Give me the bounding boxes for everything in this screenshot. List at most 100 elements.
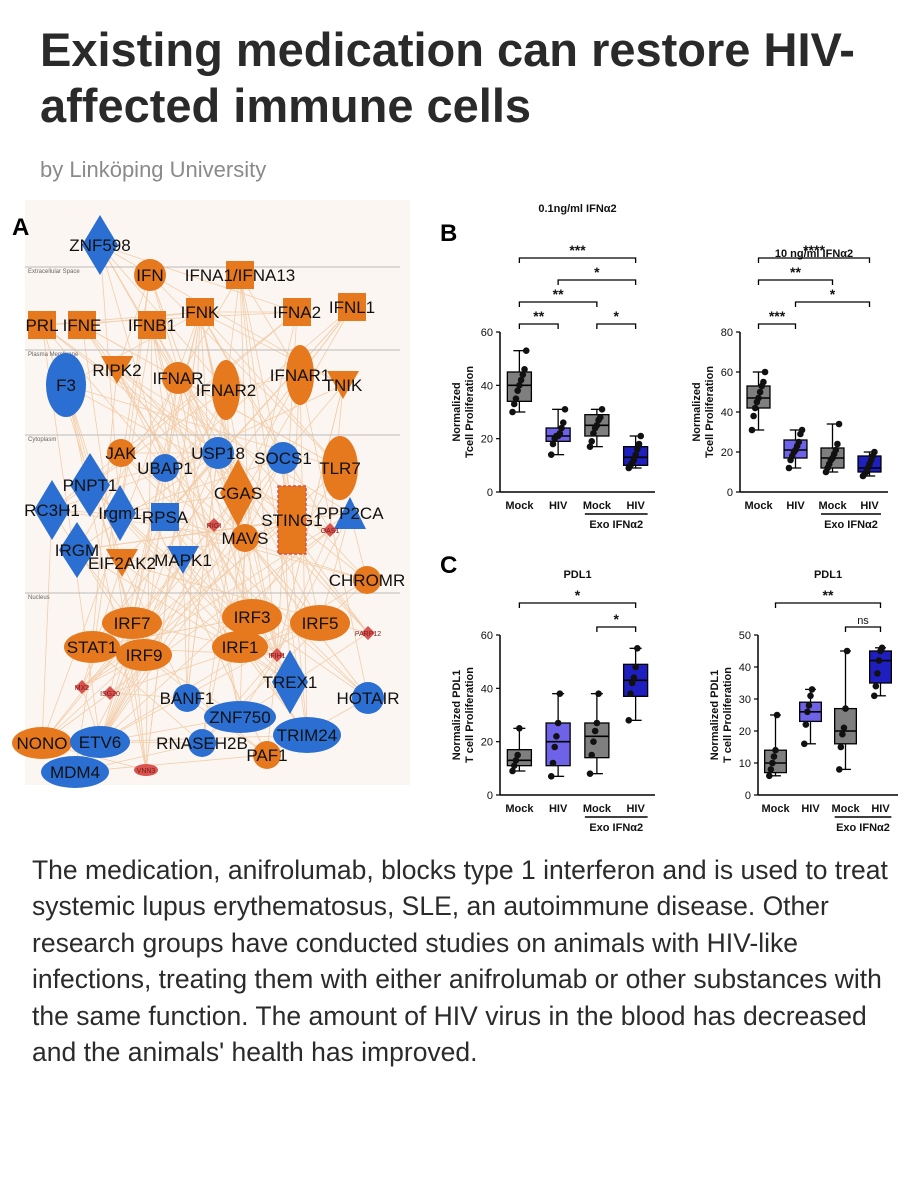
significance-bracket: ** bbox=[518, 286, 598, 307]
network-edge bbox=[99, 537, 246, 743]
significance-label: * bbox=[594, 264, 600, 280]
network-edge bbox=[266, 654, 278, 756]
x-category-label: HIV bbox=[860, 500, 879, 512]
network-node-pnpt1: PNPT1 bbox=[63, 453, 117, 517]
box-1 bbox=[746, 368, 771, 434]
data-point bbox=[795, 438, 803, 446]
box-body bbox=[869, 650, 893, 684]
significance-bracket: **** bbox=[757, 242, 871, 263]
node-label: IRF7 bbox=[114, 614, 151, 633]
box-2 bbox=[799, 686, 823, 748]
bracket-line bbox=[757, 279, 834, 285]
bracket-line bbox=[844, 626, 882, 632]
network-node-mavs: MAVS bbox=[222, 524, 269, 552]
network-edge bbox=[119, 457, 284, 514]
panel-label-a: A bbox=[12, 214, 29, 241]
node-label: VNN3 bbox=[137, 768, 156, 775]
node-label: ETV6 bbox=[79, 733, 122, 752]
data-point bbox=[519, 371, 527, 378]
network-node-ifnb1: IFNB1 bbox=[128, 311, 176, 339]
node-label: MAVS bbox=[222, 529, 269, 548]
data-point bbox=[559, 419, 567, 426]
x-category-label: HIV bbox=[801, 803, 820, 815]
network-node-ifnar2: IFNAR2 bbox=[196, 360, 256, 420]
x-category-label: Mock bbox=[505, 803, 534, 815]
data-point bbox=[767, 766, 775, 773]
node-label: IFNAR bbox=[153, 369, 204, 388]
data-point bbox=[785, 464, 793, 472]
box-1 bbox=[506, 347, 533, 416]
network-edge bbox=[239, 274, 308, 736]
y-tick-label: 50 bbox=[739, 630, 751, 642]
group-label: Exo IFNα2 bbox=[824, 519, 878, 531]
network-node-trex1: TREX1 bbox=[263, 650, 317, 714]
node-label: RC3H1 bbox=[24, 501, 80, 520]
significance-bracket: * bbox=[557, 264, 637, 285]
network-edge bbox=[81, 324, 147, 771]
node-shape bbox=[75, 680, 89, 694]
data-point bbox=[874, 670, 881, 677]
data-point bbox=[769, 759, 776, 767]
network-edge bbox=[145, 324, 153, 771]
network-edge bbox=[121, 562, 291, 683]
network-node-isg20: ISG20 bbox=[100, 686, 120, 700]
network-edge bbox=[239, 274, 278, 656]
node-label: MX2 bbox=[75, 685, 90, 692]
y-tick-label: 40 bbox=[481, 380, 493, 392]
network-node-usp18: USP18 bbox=[191, 437, 245, 469]
network-edge bbox=[81, 562, 123, 688]
x-category-label: HIV bbox=[549, 803, 568, 815]
node-shape bbox=[267, 442, 299, 474]
data-point bbox=[871, 692, 878, 700]
significance-label: * bbox=[614, 611, 620, 627]
network-node-mx2: MX2 bbox=[75, 680, 90, 694]
node-shape bbox=[28, 311, 56, 339]
significance-bracket: ** bbox=[518, 308, 559, 329]
network-edge bbox=[164, 384, 344, 469]
node-label: ISG20 bbox=[100, 691, 120, 698]
network-edge bbox=[119, 324, 153, 514]
network-node-ripk2: RIPK2 bbox=[92, 356, 142, 384]
box-1 bbox=[764, 711, 788, 780]
data-point bbox=[549, 440, 557, 448]
chart-title: 0.1ng/ml IFNα2 bbox=[538, 203, 616, 215]
data-point bbox=[798, 426, 806, 434]
network-node-ifna2: IFNA2 bbox=[273, 298, 321, 326]
significance-bracket: * bbox=[596, 308, 637, 329]
node-shape bbox=[212, 360, 240, 420]
data-point bbox=[547, 773, 555, 780]
node-label: IRF9 bbox=[126, 646, 163, 665]
network-node-socs1: SOCS1 bbox=[254, 442, 312, 474]
data-point bbox=[832, 446, 840, 454]
network-node-irf9: IRF9 bbox=[116, 639, 172, 671]
article-body: The medication, anifrolumab, blocks type… bbox=[32, 855, 888, 1068]
node-shape bbox=[101, 356, 133, 384]
y-tick-label: 40 bbox=[481, 683, 493, 695]
network-edge bbox=[99, 452, 219, 743]
network-node-rnaseh2b: RNASEH2B bbox=[156, 729, 248, 757]
node-shape bbox=[70, 726, 130, 758]
y-tick-label: 60 bbox=[721, 367, 733, 379]
network-node-nono: NONO bbox=[12, 727, 72, 759]
node-shape bbox=[277, 485, 307, 555]
node-label: PAF1 bbox=[246, 746, 287, 765]
network-node-mdm4: MDM4 bbox=[41, 756, 109, 788]
article-byline[interactable]: by Linköping University bbox=[40, 157, 267, 182]
data-point bbox=[625, 717, 633, 724]
x-category-label: Mock bbox=[744, 500, 773, 512]
data-point bbox=[547, 451, 555, 458]
network-edge bbox=[186, 274, 241, 699]
bracket-line bbox=[794, 301, 871, 307]
network-node-etv6: ETV6 bbox=[70, 726, 130, 758]
node-shape bbox=[167, 546, 199, 574]
y-axis-label: Tcell Proliferation bbox=[704, 366, 716, 458]
significance-bracket: ** bbox=[774, 587, 882, 608]
node-label: RIPK2 bbox=[92, 361, 141, 380]
box-4 bbox=[622, 432, 649, 472]
node-label: SOCS1 bbox=[254, 449, 312, 468]
significance-label: ** bbox=[823, 587, 834, 603]
data-point bbox=[801, 740, 808, 748]
data-point bbox=[512, 395, 520, 402]
